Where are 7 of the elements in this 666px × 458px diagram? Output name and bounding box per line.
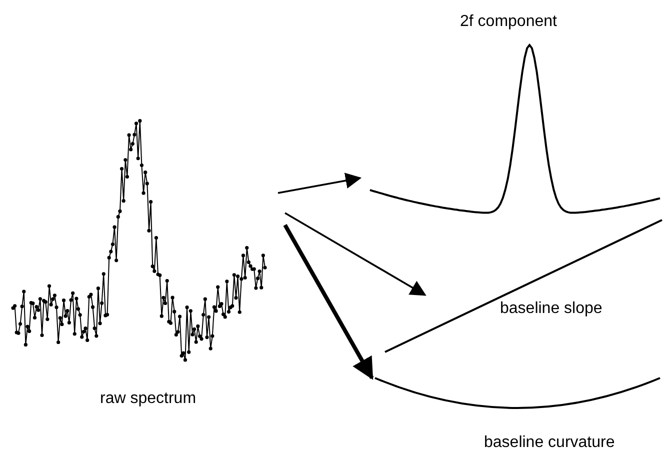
plot-label: baseline slope: [500, 300, 602, 318]
plot-label: 2f component: [460, 13, 557, 31]
plot-label: raw spectrum: [100, 390, 196, 408]
arrow: [284, 212, 426, 296]
arrow: [278, 172, 362, 194]
arrow: [283, 224, 374, 380]
plot-label: baseline curvature: [484, 434, 615, 452]
